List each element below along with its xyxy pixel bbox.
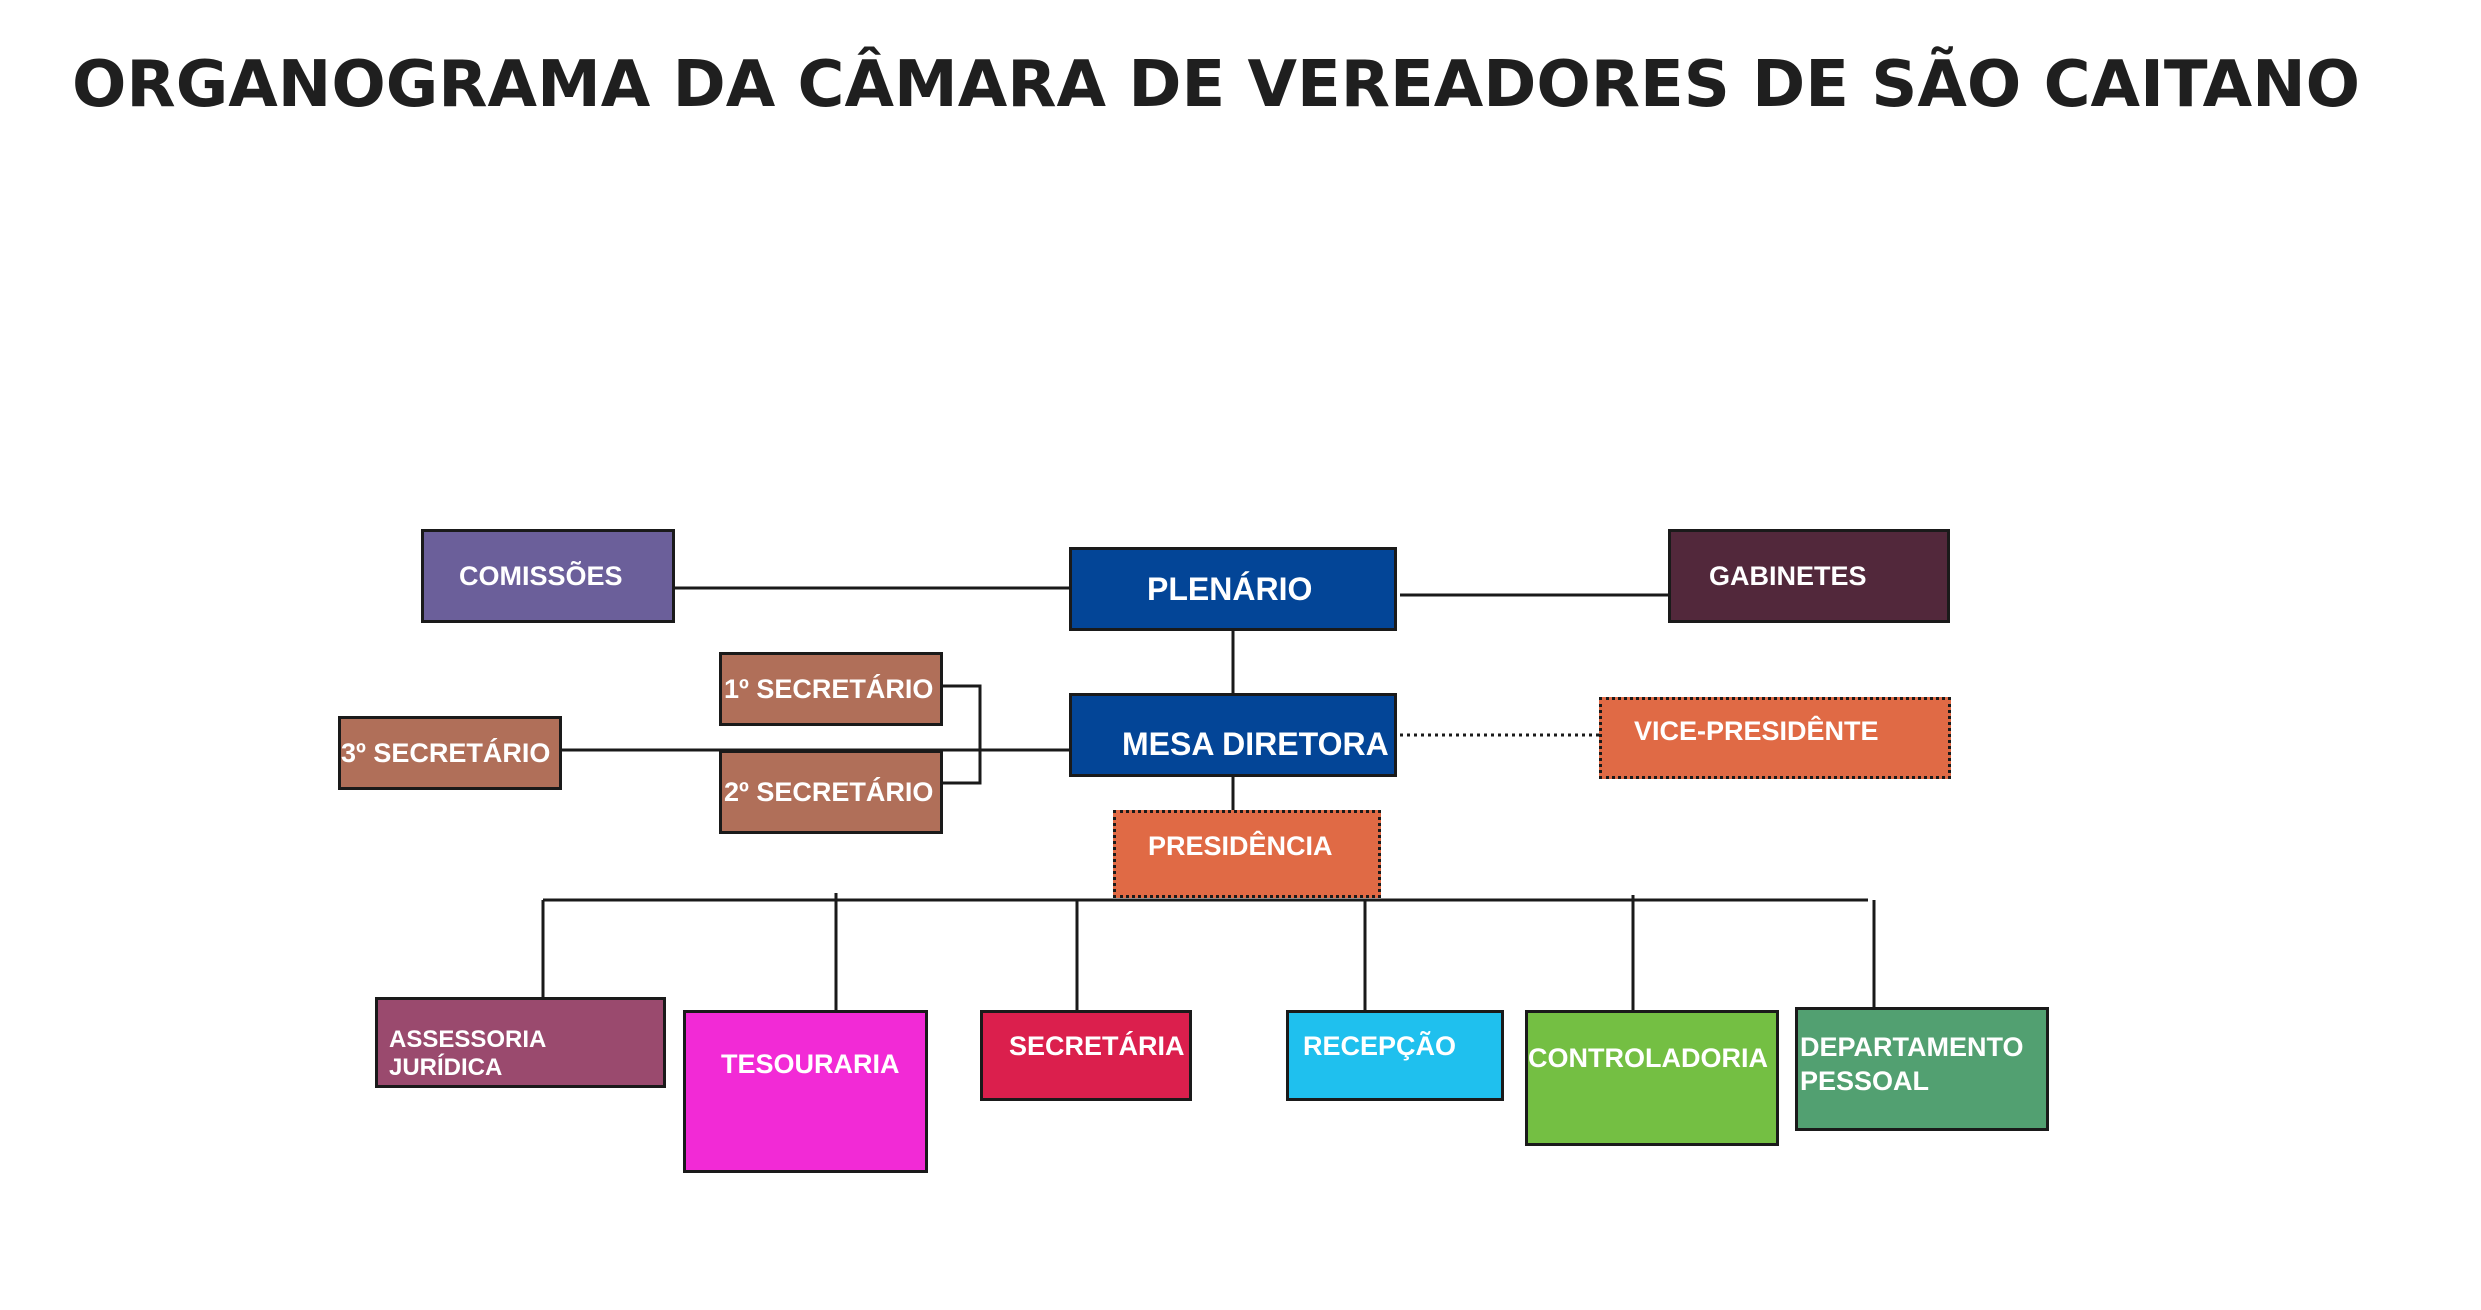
node-secretario-3: 3º SECRETÁRIO bbox=[338, 716, 562, 790]
node-gabinetes: GABINETES bbox=[1668, 529, 1950, 623]
node-label-line2: PESSOAL bbox=[1800, 1066, 1930, 1096]
node-label: RECEPÇÃO bbox=[1303, 1031, 1457, 1061]
node-label: COMISSÕES bbox=[459, 560, 623, 591]
node-vice-presidente: VICE-PRESIDÊNTE bbox=[1599, 697, 1951, 779]
node-secretario-2: 2º SECRETÁRIO bbox=[719, 750, 943, 834]
node-label: MESA DIRETORA bbox=[1122, 725, 1389, 762]
node-secretario-1: 1º SECRETÁRIO bbox=[719, 652, 943, 726]
node-plenario: PLENÁRIO bbox=[1069, 547, 1397, 631]
node-recepcao: RECEPÇÃO bbox=[1286, 1010, 1504, 1101]
node-assessoria-juridica: ASSESSORIA JURÍDICA bbox=[375, 997, 666, 1088]
node-comissoes: COMISSÕES bbox=[421, 529, 675, 623]
node-departamento-pessoal: DEPARTAMENTO PESSOAL bbox=[1795, 1007, 2049, 1131]
node-label: 3º SECRETÁRIO bbox=[341, 737, 551, 768]
node-label: TESOURARIA bbox=[721, 1049, 900, 1079]
node-label: 1º SECRETÁRIO bbox=[724, 673, 934, 704]
node-label: 2º SECRETÁRIO bbox=[724, 776, 934, 807]
node-controladoria: CONTROLADORIA bbox=[1525, 1010, 1779, 1146]
node-label-line1: DEPARTAMENTO bbox=[1800, 1032, 2024, 1062]
node-label: VICE-PRESIDÊNTE bbox=[1634, 716, 1879, 746]
node-label: PLENÁRIO bbox=[1147, 570, 1313, 607]
node-label: SECRETÁRIA bbox=[1009, 1031, 1185, 1061]
page-title: ORGANOGRAMA DA CÂMARA DE VEREADORES DE S… bbox=[72, 48, 2361, 122]
node-secretaria: SECRETÁRIA bbox=[980, 1010, 1192, 1101]
node-label: GABINETES bbox=[1709, 560, 1867, 591]
node-label: CONTROLADORIA bbox=[1528, 1043, 1768, 1073]
node-tesouraria: TESOURARIA bbox=[683, 1010, 928, 1173]
node-label: PRESIDÊNCIA bbox=[1148, 831, 1333, 861]
node-mesa-diretora: MESA DIRETORA bbox=[1069, 693, 1397, 777]
node-label: ASSESSORIA JURÍDICA bbox=[389, 1026, 546, 1081]
node-presidencia: PRESIDÊNCIA bbox=[1113, 810, 1381, 898]
